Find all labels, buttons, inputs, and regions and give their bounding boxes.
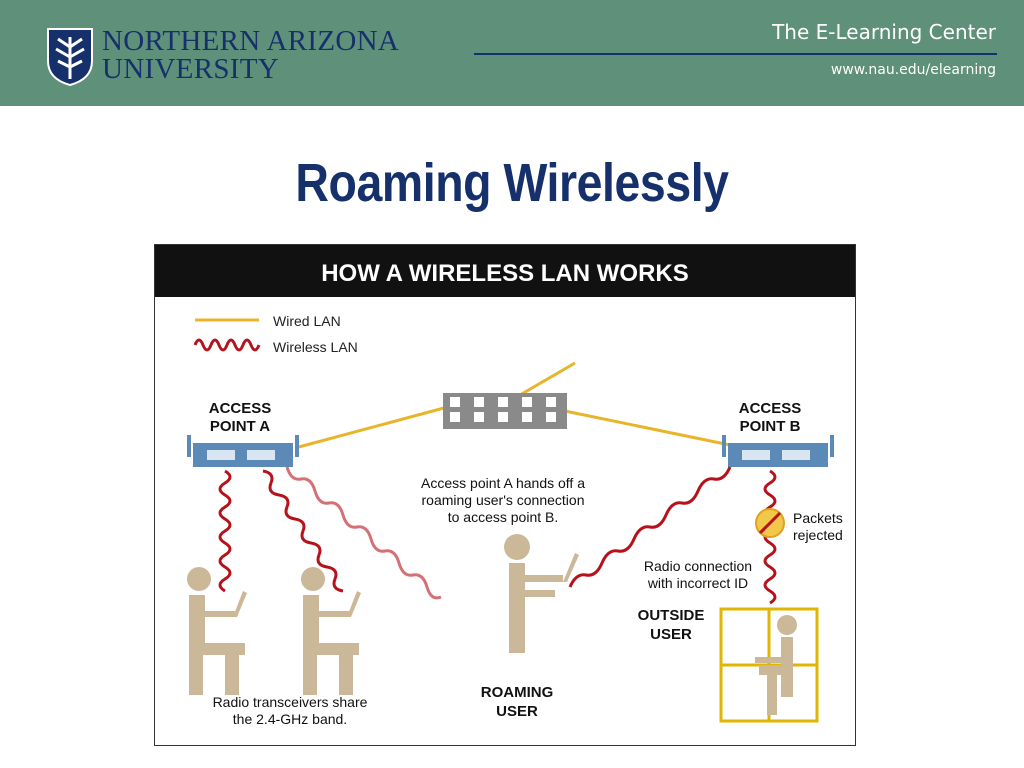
access-point-b-icon xyxy=(722,435,834,467)
radio-note-line2: with incorrect ID xyxy=(647,575,748,591)
access-point-a-label-line2: POINT A xyxy=(210,418,270,435)
legend-wireless-wave xyxy=(193,338,261,352)
legend-wired-label: Wired LAN xyxy=(273,313,341,329)
outside-user-label-line2: USER xyxy=(650,626,692,643)
roaming-user-label-line2: USER xyxy=(496,703,538,720)
wireless-link-user1 xyxy=(218,469,232,593)
wired-link-b xyxy=(559,408,731,447)
handoff-note-line3: to access point B. xyxy=(448,509,559,525)
legend-wireless-label: Wireless LAN xyxy=(273,339,358,355)
university-name: NORTHERN ARIZONA UNIVERSITY xyxy=(102,25,400,85)
packets-note-line2: rejected xyxy=(793,527,843,543)
nau-shield-logo-icon xyxy=(47,28,93,87)
access-point-b-label-line1: ACCESS xyxy=(739,400,802,417)
university-line-1: NORTHERN ARIZONA xyxy=(102,25,400,57)
elearning-center-title: The E-Learning Center xyxy=(772,20,996,44)
diagram-banner-title: HOW A WIRELESS LAN WORKS xyxy=(321,260,689,287)
access-point-a-label-line1: ACCESS xyxy=(209,400,272,417)
seated-user-1-icon xyxy=(187,567,247,695)
handoff-note-line2: roaming user's connection xyxy=(422,492,585,508)
banner-background xyxy=(155,245,855,297)
wireless-link-roaming xyxy=(568,466,732,588)
roaming-user-label-line1: ROAMING xyxy=(481,684,554,701)
handoff-note-line1: Access point A hands off a xyxy=(421,475,585,491)
roaming-user-person-icon xyxy=(504,534,579,653)
wireless-lan-diagram: HOW A WIRELESS LAN WORKS Wired LAN Wirel… xyxy=(154,244,856,746)
wired-uplink xyxy=(519,361,576,397)
access-point-b-label-line2: POINT B xyxy=(740,418,801,435)
wireless-link-user2 xyxy=(262,469,344,593)
outside-user-person-icon xyxy=(755,615,797,715)
header-divider xyxy=(474,53,997,55)
seated-user-2-icon xyxy=(301,567,361,695)
slide-title: Roaming Wirelessly xyxy=(295,153,729,213)
header-bar: NORTHERN ARIZONA UNIVERSITY The E-Learni… xyxy=(0,0,1024,106)
transceivers-note-line2: the 2.4-GHz band. xyxy=(233,711,347,727)
elearning-center-url[interactable]: www.nau.edu/elearning xyxy=(830,62,996,78)
packets-note-line1: Packets xyxy=(793,510,843,526)
network-hub-icon xyxy=(443,393,567,429)
university-line-2: UNIVERSITY xyxy=(102,53,279,85)
transceivers-note-line1: Radio transceivers share xyxy=(213,694,368,710)
access-point-a-icon xyxy=(187,435,299,467)
wireless-link-fading xyxy=(285,466,442,600)
wired-link-a xyxy=(294,403,456,450)
outside-user-label-line1: OUTSIDE xyxy=(638,607,705,624)
rejected-icon xyxy=(755,508,785,538)
radio-note-line1: Radio connection xyxy=(644,558,752,574)
